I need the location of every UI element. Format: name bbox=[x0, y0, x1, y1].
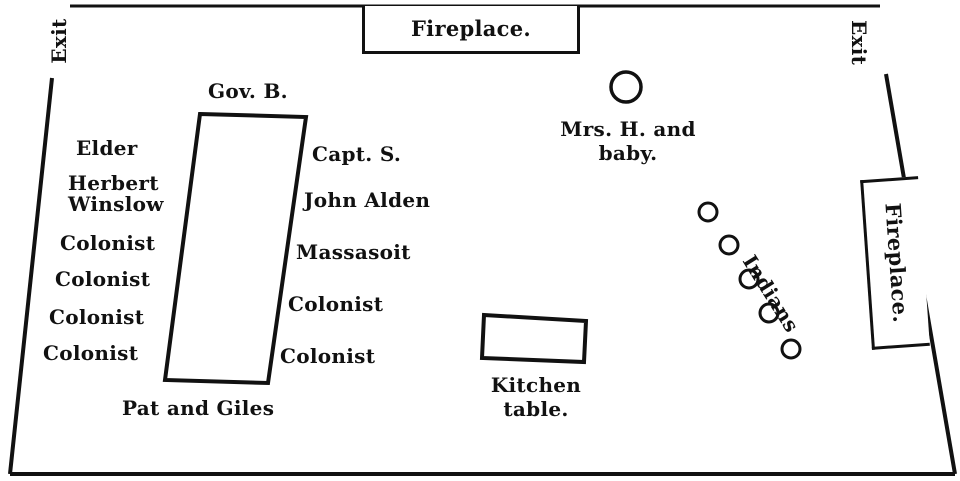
right-seat-label: John Alden bbox=[304, 188, 431, 212]
left-seat-label: Colonist bbox=[49, 305, 145, 329]
dinner-table bbox=[162, 111, 309, 386]
gov-b-label: Gov. B. bbox=[208, 79, 288, 103]
left-wall bbox=[8, 77, 54, 475]
mrs-h-seat bbox=[609, 70, 643, 104]
left-seat-label: Herbert Winslow bbox=[68, 171, 164, 216]
left-seat-label: Colonist bbox=[55, 267, 151, 291]
fireplace-top: Fireplace. bbox=[362, 6, 580, 54]
fireplace-right: Fireplace. bbox=[860, 176, 930, 350]
fireplace-top-label: Fireplace. bbox=[410, 15, 532, 41]
indian-seat bbox=[697, 201, 719, 223]
indian-seat bbox=[738, 268, 760, 290]
indian-seat bbox=[718, 234, 740, 256]
right-seat-label: Colonist bbox=[280, 344, 376, 368]
left-seat-label: Colonist bbox=[60, 231, 156, 255]
right-seat-label: Massasoit bbox=[296, 240, 411, 264]
kitchen-table-shape bbox=[479, 312, 589, 365]
exit-left-label: Exit bbox=[47, 18, 71, 64]
indian-seat bbox=[780, 338, 802, 360]
left-seat-label: Elder bbox=[76, 136, 138, 160]
right-seat-label: Capt. S. bbox=[312, 142, 402, 166]
fireplace-right-label: Fireplace. bbox=[880, 202, 914, 324]
pat-and-giles-label: Pat and Giles bbox=[122, 396, 275, 420]
mrs-h-label: Mrs. H. and baby. bbox=[560, 117, 696, 165]
left-seat-label: Colonist bbox=[43, 341, 139, 365]
indian-seat bbox=[758, 302, 780, 324]
kitchen-table-label: Kitchen table. bbox=[490, 373, 582, 421]
exit-right-label: Exit bbox=[847, 20, 871, 66]
right-seat-label: Colonist bbox=[288, 292, 384, 316]
